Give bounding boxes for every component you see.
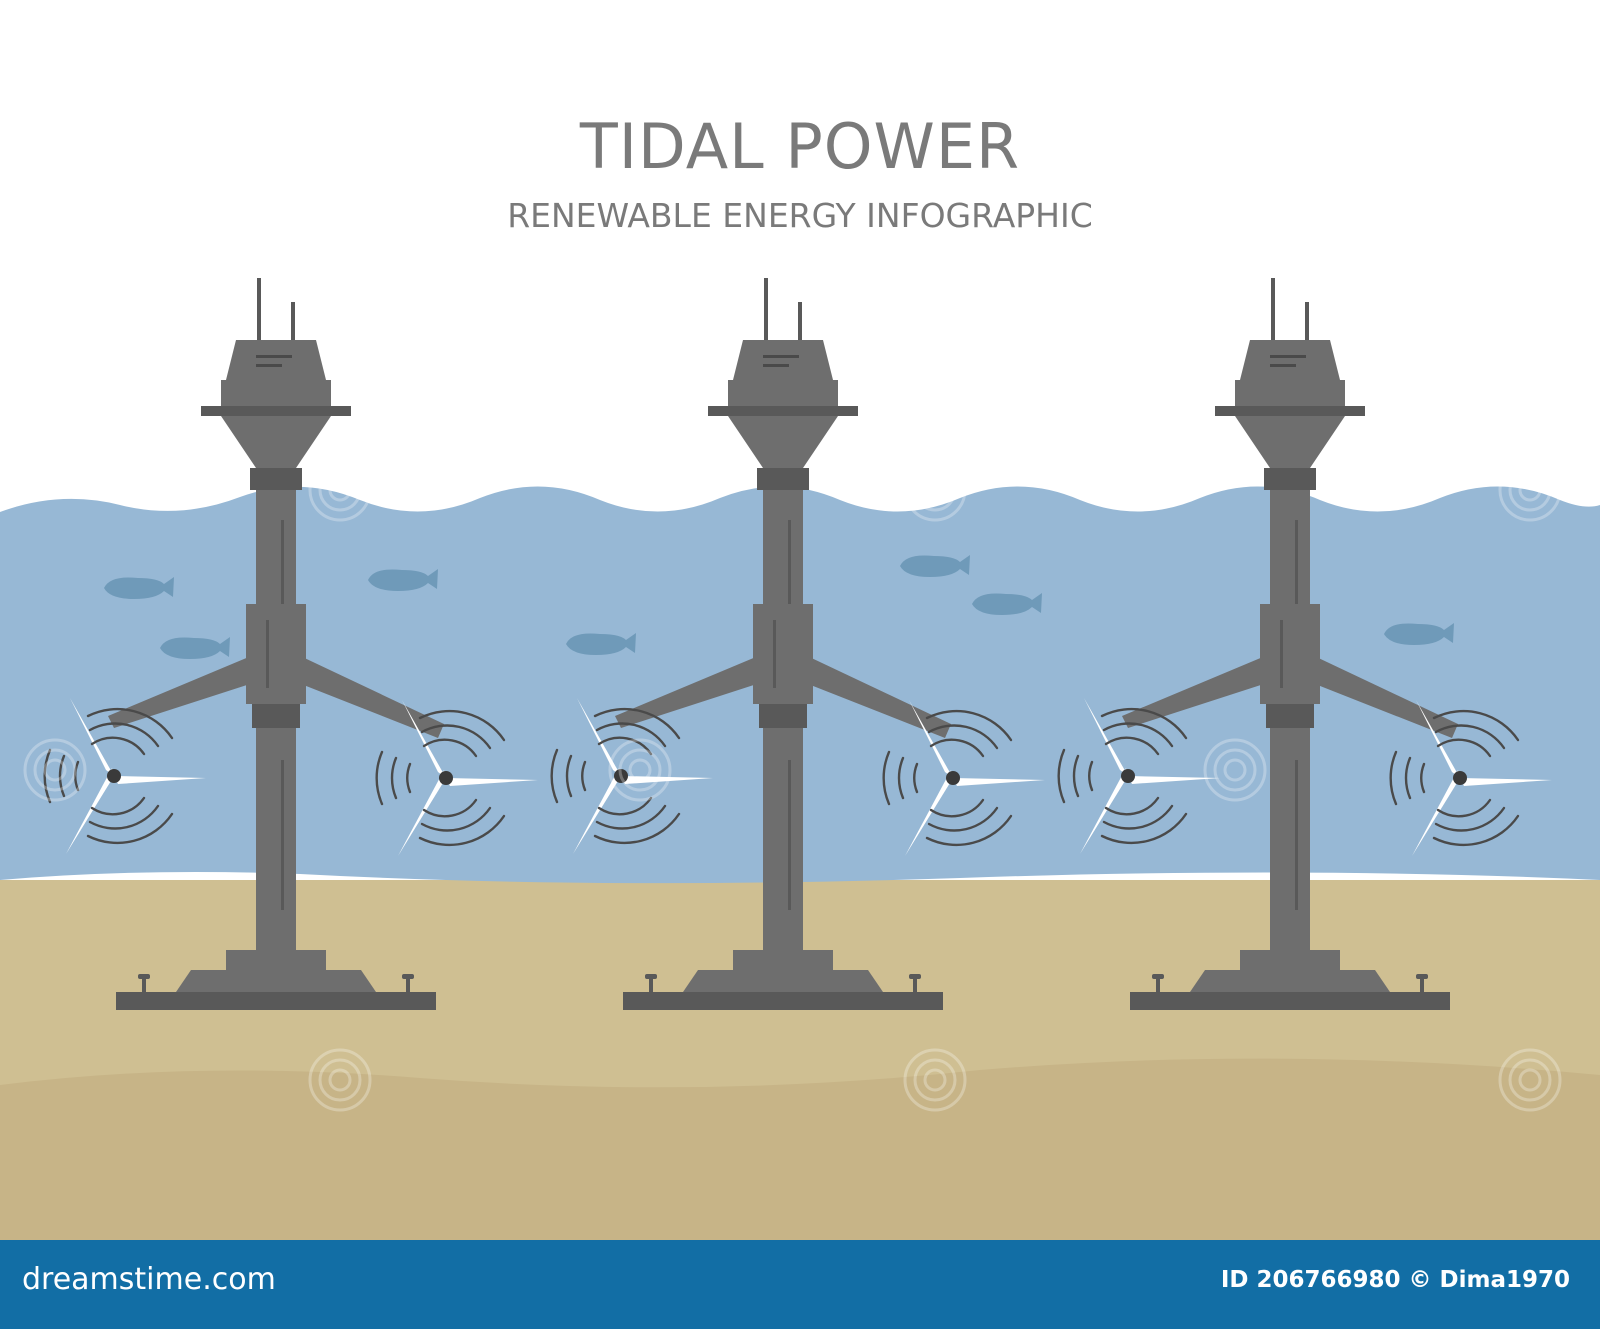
stock-footer-bar: dreamstime.com ID 206766980 © Dima1970 [0, 1240, 1600, 1329]
footer-brand[interactable]: dreamstime.com [22, 1262, 276, 1297]
watermark-logo-icon [903, 458, 967, 522]
seabed-deep-layer [0, 1058, 1600, 1240]
footer-image-id: ID 206766980 © Dima1970 [1220, 1267, 1570, 1293]
page-title: TIDAL POWER [579, 110, 1021, 183]
page-subtitle: RENEWABLE ENERGY INFOGRAPHIC [507, 196, 1093, 235]
watermark-logo-icon [308, 458, 372, 522]
watermark-logo-icon [1498, 458, 1562, 522]
tidal-power-scene [0, 158, 1600, 1240]
